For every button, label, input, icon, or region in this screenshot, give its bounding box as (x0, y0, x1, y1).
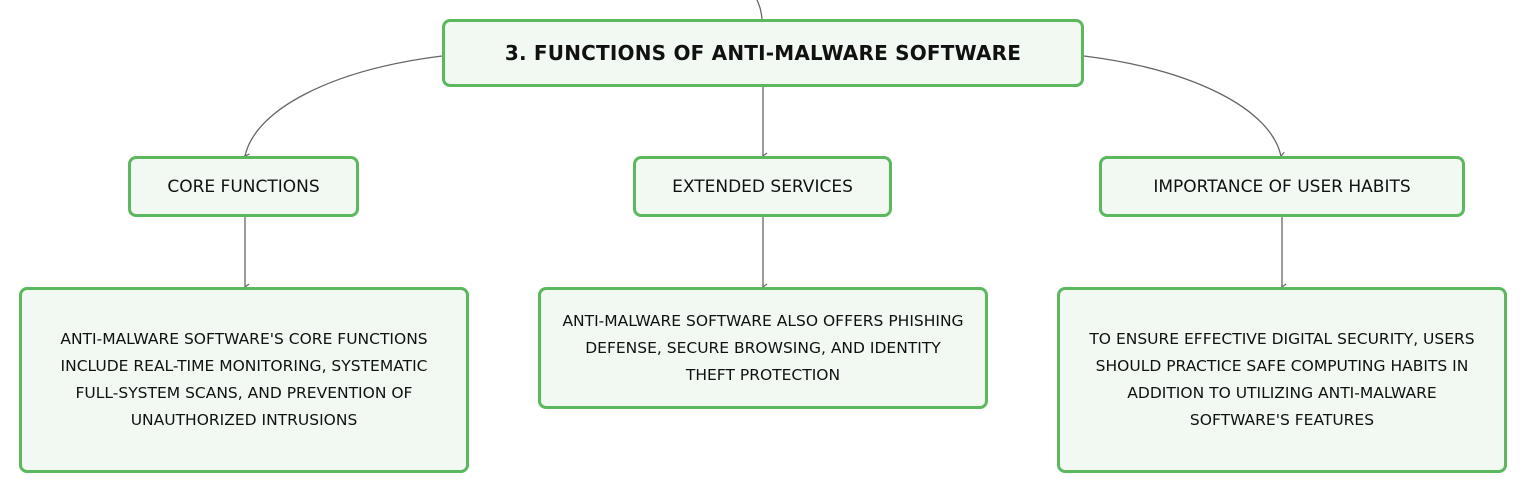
branch-extended-services[interactable]: EXTENDED SERVICES (633, 156, 892, 217)
branch-extended-services-label: EXTENDED SERVICES (672, 176, 853, 197)
connector-root-to-habits (1083, 55, 1286, 159)
detail-importance-of-user-habits[interactable]: TO ENSURE EFFECTIVE DIGITAL SECURITY, US… (1057, 287, 1507, 473)
detail-extended-services[interactable]: ANTI-MALWARE SOFTWARE ALSO OFFERS PHISHI… (538, 287, 988, 409)
branch-core-functions[interactable]: CORE FUNCTIONS (128, 156, 359, 217)
root-topic-title: 3. FUNCTIONS OF ANTI-MALWARE SOFTWARE (504, 41, 1022, 65)
root-topic-node[interactable]: 3. FUNCTIONS OF ANTI-MALWARE SOFTWARE (442, 19, 1084, 87)
connector-root-to-core (244, 55, 443, 161)
branch-core-functions-label: CORE FUNCTIONS (167, 176, 320, 197)
branch-importance-of-user-habits[interactable]: IMPORTANCE OF USER HABITS (1099, 156, 1465, 217)
incoming-connector (756, 0, 763, 20)
detail-core-functions-text: ANTI-MALWARE SOFTWARE'S CORE FUNCTIONS I… (60, 330, 428, 429)
detail-core-functions[interactable]: ANTI-MALWARE SOFTWARE'S CORE FUNCTIONS I… (19, 287, 469, 473)
detail-extended-services-text: ANTI-MALWARE SOFTWARE ALSO OFFERS PHISHI… (562, 311, 964, 384)
detail-importance-of-user-habits-text: TO ENSURE EFFECTIVE DIGITAL SECURITY, US… (1089, 330, 1475, 429)
branch-importance-of-user-habits-label: IMPORTANCE OF USER HABITS (1153, 176, 1411, 197)
